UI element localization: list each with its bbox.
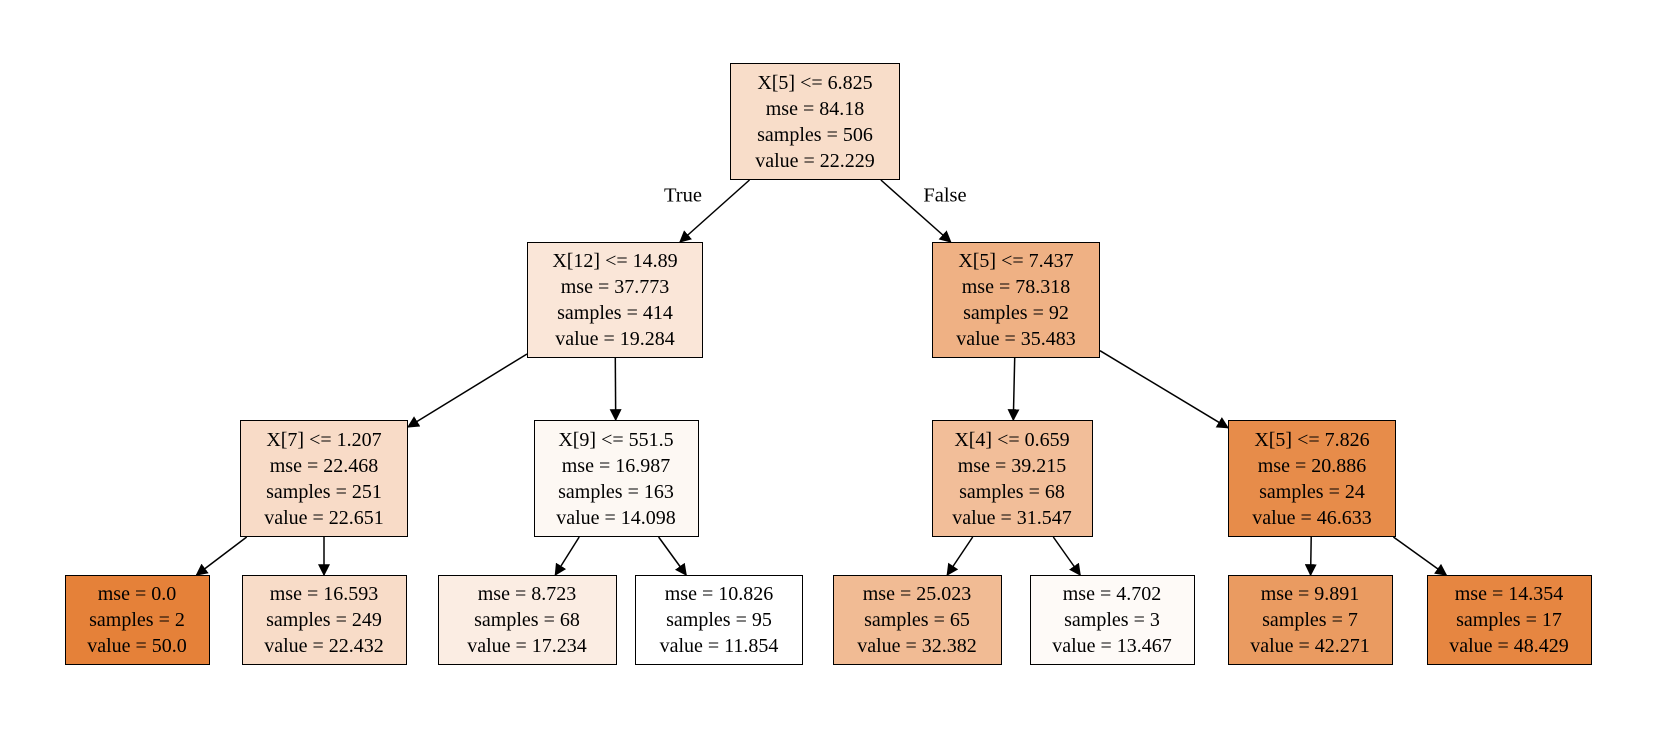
- node-text-line: X[5] <= 7.437: [958, 250, 1074, 272]
- tree-node-leaf4: mse = 10.826 samples = 95 value = 11.854: [635, 575, 803, 665]
- tree-edge-n_r-n_rl: [1007, 357, 1020, 422]
- tree-node-root: X[5] <= 6.825 mse = 84.18 samples = 506 val…: [730, 63, 900, 180]
- node-text-line: value = 11.854: [659, 635, 779, 657]
- edge-label-false: False: [923, 185, 966, 207]
- node-text-line: mse = 78.318: [961, 276, 1071, 298]
- node-text-line: samples = 68: [959, 480, 1065, 503]
- tree-node-leaf6: mse = 4.702 samples = 3 value = 13.467: [1029, 575, 1195, 665]
- node-text-line: value = 35.483: [956, 328, 1076, 350]
- tree-edge-n_ll-leaf1: [195, 536, 248, 576]
- node-text-line: samples = 7: [1262, 609, 1358, 631]
- node-text-line: samples = 249: [266, 609, 382, 631]
- node-text-line: mse = 20.886: [1257, 454, 1367, 477]
- tree-node-n_l: X[12] <= 14.89 mse = 37.773 samples = 414 v…: [527, 242, 703, 358]
- tree-edge-n_lr-leaf3: [554, 536, 580, 577]
- tree-node-n_lr: X[9] <= 551.5 mse = 16.987 samples = 163 va…: [533, 420, 699, 537]
- tree-edge-n_rl-leaf6: [1052, 536, 1081, 576]
- tree-edge-n_l-n_ll: [406, 353, 528, 428]
- tree-edge-n_rr-leaf8: [1392, 536, 1448, 576]
- tree-node-leaf5: mse = 25.023 samples = 65 value = 32.382: [832, 575, 1002, 665]
- node-text-line: X[7] <= 1.207: [266, 428, 382, 451]
- node-text-line: value = 46.633: [1252, 506, 1372, 529]
- node-text-line: samples = 68: [474, 609, 580, 631]
- tree-node-leaf3: mse = 8.723 samples = 68 value = 17.234: [437, 575, 617, 665]
- node-text-line: mse = 37.773: [560, 276, 670, 298]
- node-text-line: mse = 4.702: [1062, 583, 1162, 605]
- tree-edge-n_rr-leaf7: [1304, 536, 1317, 577]
- node-text-line: mse = 14.354: [1454, 583, 1564, 605]
- node-text-line: X[5] <= 6.825: [757, 71, 873, 94]
- node-text-line: samples = 2: [89, 609, 185, 631]
- tree-edge-n_lr-leaf4: [657, 536, 687, 576]
- node-text-line: mse = 39.215: [957, 454, 1067, 477]
- node-text-line: X[12] <= 14.89: [552, 250, 678, 272]
- tree-node-leaf2: mse = 16.593 samples = 249 value = 22.432: [241, 575, 407, 665]
- node-text-line: samples = 506: [757, 123, 873, 146]
- node-text-line: mse = 25.023: [862, 583, 972, 605]
- node-text-line: value = 42.271: [1250, 635, 1370, 657]
- node-text-line: X[4] <= 0.659: [954, 428, 1070, 451]
- node-text-line: mse = 16.987: [561, 454, 671, 477]
- tree-edge-n_rl-leaf5: [946, 536, 974, 576]
- node-text-line: samples = 163: [558, 480, 674, 503]
- node-text-line: samples = 24: [1259, 480, 1365, 503]
- node-text-line: value = 17.234: [467, 635, 587, 657]
- node-text-line: X[9] <= 551.5: [558, 428, 674, 451]
- node-text-line: samples = 3: [1064, 609, 1160, 631]
- node-text-line: value = 50.0: [87, 635, 187, 657]
- node-text-line: samples = 17: [1456, 609, 1562, 631]
- node-text-line: mse = 8.723: [477, 583, 577, 605]
- tree-node-n_ll: X[7] <= 1.207 mse = 22.468 samples = 251 va…: [240, 420, 408, 537]
- node-text-line: value = 32.382: [857, 635, 977, 657]
- node-text-line: value = 22.651: [264, 506, 384, 529]
- node-text-line: mse = 9.891: [1260, 583, 1360, 605]
- tree-node-leaf1: mse = 0.0 samples = 2 value = 50.0: [64, 575, 210, 665]
- tree-node-n_rr: X[5] <= 7.826 mse = 20.886 samples = 24 val…: [1228, 420, 1396, 537]
- tree-node-n_rl: X[4] <= 0.659 mse = 39.215 samples = 68 val…: [931, 420, 1093, 537]
- tree-node-n_r: X[5] <= 7.437 mse = 78.318 samples = 92 val…: [932, 242, 1100, 358]
- node-text-line: samples = 65: [864, 609, 970, 631]
- node-text-line: value = 31.547: [952, 506, 1072, 529]
- tree-edge-n_r-n_rr: [1099, 350, 1230, 429]
- node-text-line: samples = 414: [557, 302, 673, 324]
- node-text-line: samples = 92: [963, 302, 1069, 324]
- node-text-line: value = 19.284: [555, 328, 675, 350]
- tree-edge-root-n_r: [880, 179, 952, 243]
- tree-node-leaf8: mse = 14.354 samples = 17 value = 48.429: [1426, 575, 1592, 665]
- node-text-line: X[5] <= 7.826: [1254, 428, 1370, 451]
- node-text-line: value = 48.429: [1449, 635, 1569, 657]
- edge-label-true: True: [664, 185, 702, 207]
- node-text-line: value = 22.432: [264, 635, 384, 657]
- node-text-line: value = 13.467: [1052, 635, 1172, 657]
- node-text-line: mse = 0.0: [97, 583, 177, 605]
- node-text-line: mse = 22.468: [269, 454, 379, 477]
- tree-node-leaf7: mse = 9.891 samples = 7 value = 42.271: [1227, 575, 1393, 665]
- node-text-line: mse = 16.593: [269, 583, 379, 605]
- tree-edge-root-n_l: [679, 179, 750, 243]
- node-text-line: value = 14.098: [556, 506, 676, 529]
- node-text-line: mse = 10.826: [664, 583, 774, 605]
- node-text-line: samples = 95: [666, 609, 772, 631]
- node-text-line: value = 22.229: [755, 149, 875, 172]
- node-text-line: samples = 251: [266, 480, 382, 503]
- node-text-line: mse = 84.18: [765, 97, 865, 120]
